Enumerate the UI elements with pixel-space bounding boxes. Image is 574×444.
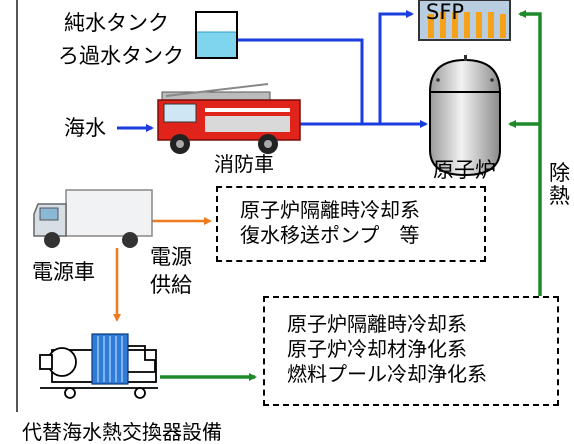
heat-exchanger-label: 代替海水熱交換器設備 bbox=[22, 420, 222, 444]
seawater-label: 海水 bbox=[64, 116, 106, 140]
heat-exchanger-icon bbox=[39, 333, 158, 399]
heat-to-sfp bbox=[518, 10, 542, 298]
sfp-icon bbox=[418, 0, 511, 41]
system-box-upper-line-2: 復水移送ポンプ 等 bbox=[240, 223, 420, 247]
water-tank-icon bbox=[195, 11, 238, 59]
fire-truck-icon bbox=[157, 83, 301, 154]
power-truck-label: 電源車 bbox=[32, 260, 95, 284]
reactor-label: 原子炉 bbox=[433, 158, 496, 182]
system-box-lower-line-1: 原子炉隔離時冷却系 bbox=[287, 312, 467, 336]
tank-pipe bbox=[225, 38, 364, 124]
power-supply-label-1: 電源 bbox=[150, 245, 192, 269]
reactor-icon bbox=[429, 55, 501, 177]
system-box-lower-line-2: 原子炉冷却材浄化系 bbox=[287, 337, 467, 361]
fire-truck-label: 消防車 bbox=[214, 152, 274, 176]
system-box-upper-line-1: 原子炉隔離時冷却系 bbox=[240, 198, 420, 222]
system-box-lower-line-3: 燃料プール冷却浄化系 bbox=[287, 362, 487, 386]
heat-removal-label-2: 熱 bbox=[549, 184, 570, 208]
filtered-water-tank-label: ろ過水タンク bbox=[58, 44, 184, 68]
pipe-to-sfp bbox=[378, 10, 414, 124]
power-truck-icon bbox=[33, 189, 153, 248]
power-supply-label-2: 供給 bbox=[150, 273, 192, 297]
system-box-upper: 原子炉隔離時冷却系 復水移送ポンプ 等 bbox=[216, 186, 486, 262]
heat-removal-label-1: 除 bbox=[549, 161, 570, 185]
water-supply-lines bbox=[117, 10, 428, 132]
sfp-label: SFP bbox=[426, 0, 465, 24]
heat-removal-lines bbox=[160, 10, 542, 381]
pure-water-tank-label: 純水タンク bbox=[64, 11, 169, 35]
system-box-lower: 原子炉隔離時冷却系 原子炉冷却材浄化系 燃料プール冷却浄化系 bbox=[263, 296, 559, 406]
